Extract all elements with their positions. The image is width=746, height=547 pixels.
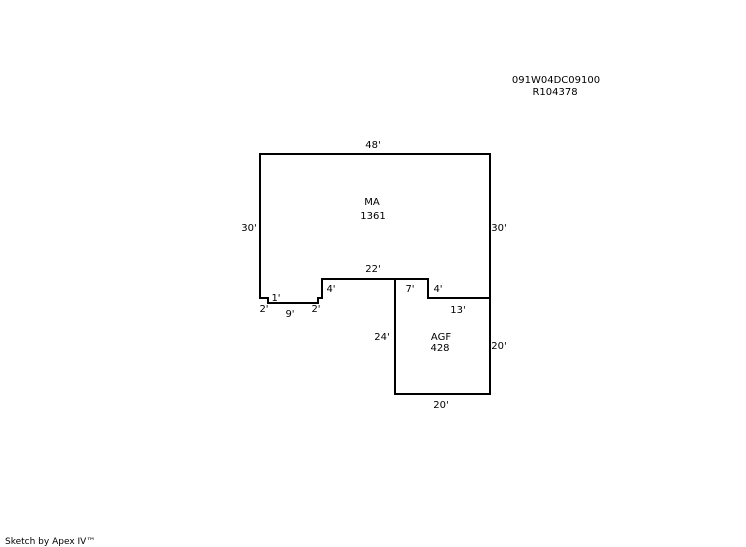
footer-credit: Sketch by Apex IV™: [5, 537, 95, 547]
dim-ma-bottom-right: 13': [450, 305, 465, 316]
garage-code: AGF: [431, 332, 451, 343]
garage-sqft: 428: [430, 343, 449, 354]
dim-step-right: 2': [311, 304, 320, 315]
dim-ma-top: 48': [365, 140, 380, 151]
main-area-outline: [259, 153, 491, 304]
dim-agf-right: 20': [491, 341, 506, 352]
dim-ma-right: 30': [491, 223, 506, 234]
main-area-code: MA: [364, 197, 380, 208]
dim-agf-bottom: 20': [433, 400, 448, 411]
dim-step-left-2: 2': [259, 304, 268, 315]
dim-ma-left: 30': [241, 223, 256, 234]
parcel-id: 091W04DC09100: [512, 75, 600, 86]
dim-bump-bottom: 9': [285, 309, 294, 320]
garage-outline: [394, 279, 491, 395]
parcel-ref: R104378: [532, 87, 577, 98]
dim-step-left-1: 1': [271, 293, 280, 304]
dim-agf-left: 24': [374, 332, 389, 343]
dim-notch-left: 4': [326, 284, 335, 295]
main-area-sqft: 1361: [360, 211, 385, 222]
dim-notch-right-top: 7': [405, 284, 414, 295]
dim-notch-top: 22': [365, 264, 380, 275]
dim-notch-right-drop: 4': [433, 284, 442, 295]
